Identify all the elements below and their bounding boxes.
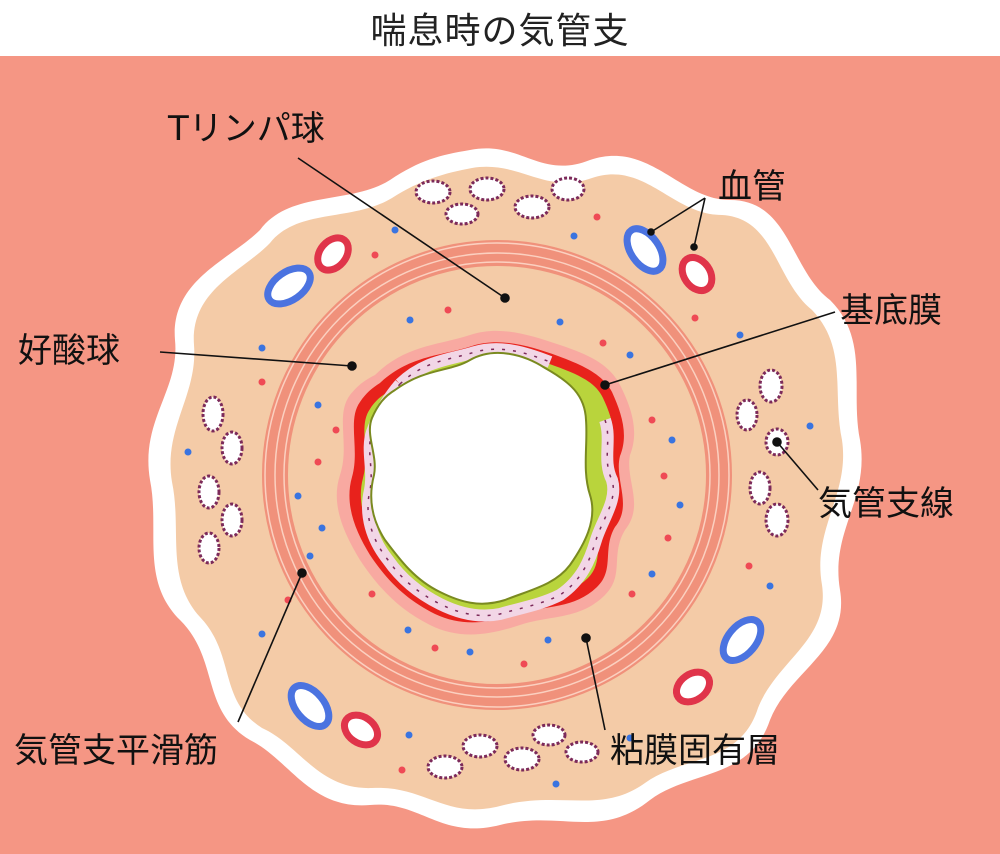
vessel-blue [264,264,314,308]
vessel-blue [719,616,765,664]
gland [444,202,480,226]
vessel-blue [287,682,333,730]
gland [461,733,499,759]
vessel-red [340,711,382,749]
gland [426,754,464,780]
inflammatory-cells [294,294,684,668]
vessel-blue [623,225,667,275]
callout-lines [159,157,836,731]
gland [513,194,551,220]
gland [197,474,221,510]
vessel-red [672,668,714,706]
diagram-title: 喘息時の気管支 [370,11,630,52]
gland [564,740,600,764]
gland [220,430,244,466]
label-blood-vessel: 血管 [718,167,786,207]
gland [503,746,541,772]
gland [468,176,506,202]
gland [735,398,759,432]
gland [531,723,567,747]
label-basement-membrane: 基底膜 [840,291,942,331]
blood-vessels [264,225,765,749]
scattered-cells [184,213,814,788]
gland [764,502,790,538]
label-lamina-propria: 粘膜固有層 [610,731,780,771]
label-smooth-muscle: 気管支平滑筋 [14,731,218,771]
gland [748,470,772,506]
label-eosinophil: 好酸球 [18,331,120,371]
airway-lumen [368,352,594,605]
gland [414,179,452,205]
bronchial-glands [197,176,790,780]
label-bronchial-gland: 気管支線 [818,484,954,524]
smooth-muscle-ring [262,240,732,710]
gland [550,176,586,202]
label-t-lymphocyte: Tリンパ球 [167,109,325,149]
gland [220,502,244,538]
gland [197,531,221,565]
vessel-red [314,234,352,274]
gland [758,368,784,404]
vessel-red [678,253,716,295]
gland [201,395,225,433]
